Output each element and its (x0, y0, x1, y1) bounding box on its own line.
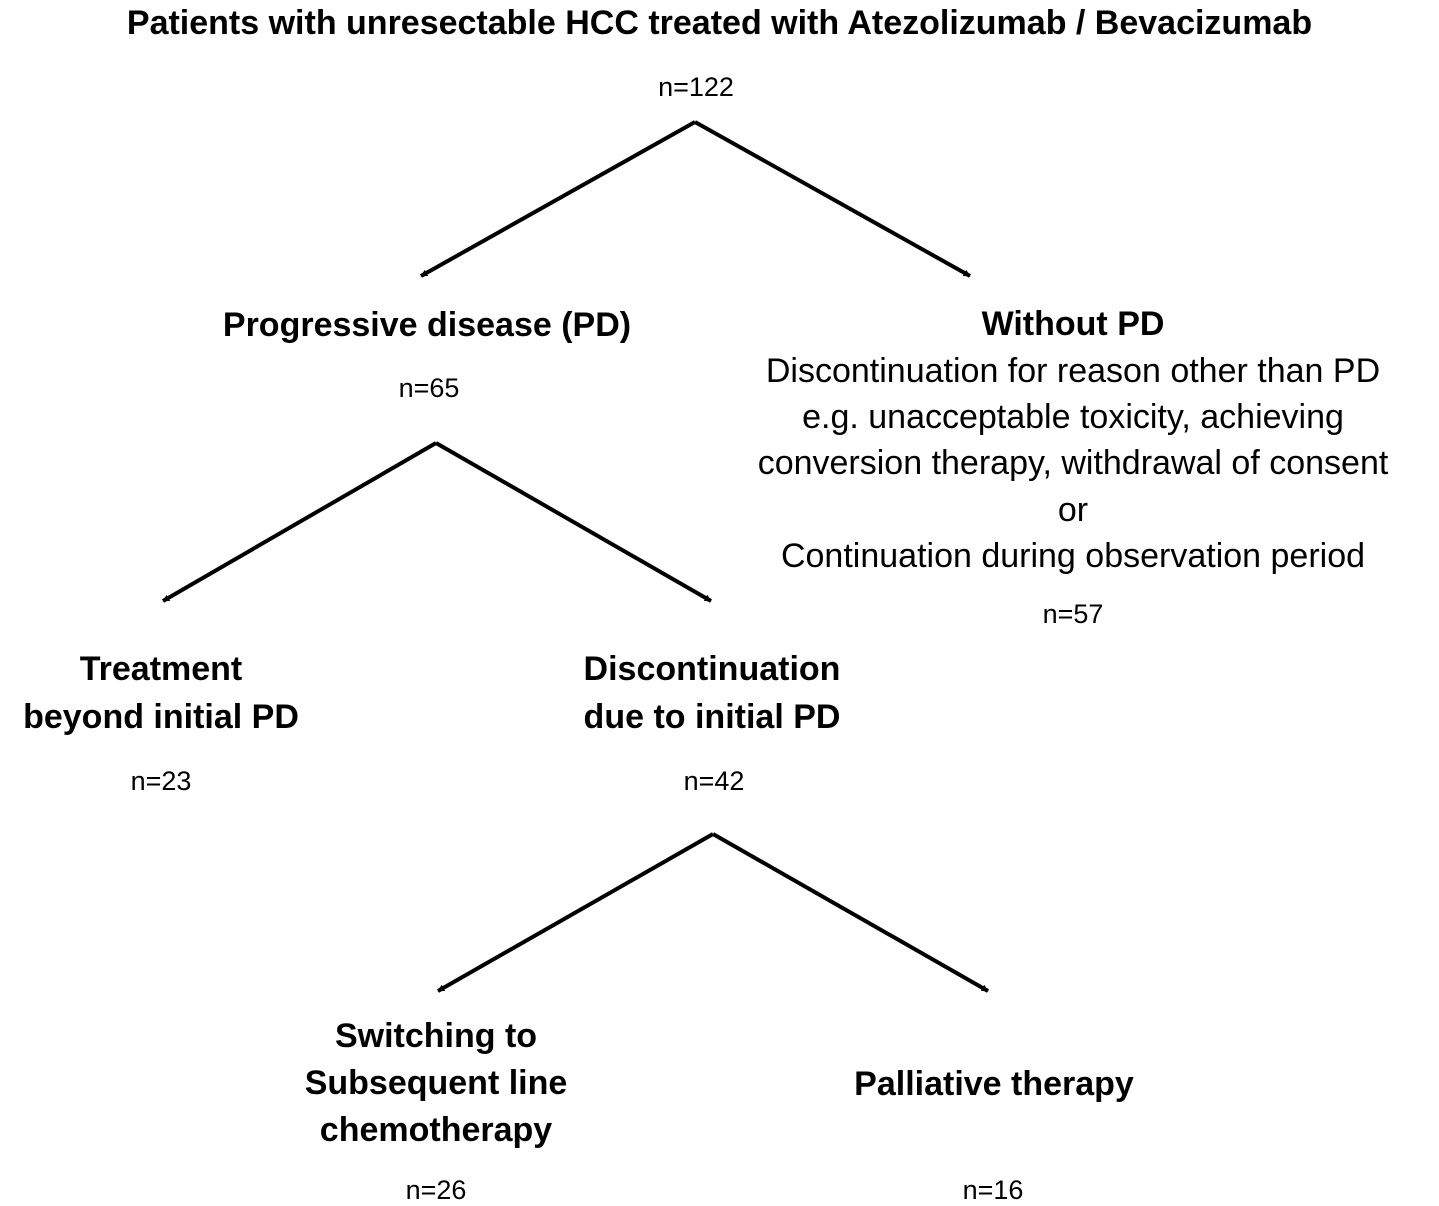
discontinuation-count: n=42 (683, 766, 745, 796)
pd-label: Progressive disease (PD) (222, 306, 632, 344)
treatment-beyond-line-2: beyond initial PD (23, 698, 299, 736)
pd-count: n=65 (398, 373, 460, 403)
switching-line-2: Subsequent line (304, 1064, 568, 1102)
switching-line-3: chemotherapy (319, 1111, 553, 1149)
switching-count: n=26 (405, 1175, 467, 1205)
arrow-pd-to-treatment-beyond (161, 441, 438, 603)
arrow-root-to-pd (420, 120, 696, 278)
treatment-beyond-line-1: Treatment (79, 650, 243, 688)
root-count: n=122 (658, 72, 734, 102)
switching-line-1: Switching to (334, 1017, 538, 1055)
without-pd-line-5: Continuation during observation period (780, 537, 1366, 575)
without-pd-count: n=57 (1042, 599, 1104, 629)
treatment-beyond-count: n=23 (130, 766, 192, 796)
without-pd-line-4: or (1057, 491, 1089, 529)
diagram-title: Patients with unresectable HCC treated w… (126, 4, 1313, 42)
arrow-root-to-without-pd (694, 120, 971, 278)
without-pd-line-1: Discontinuation for reason other than PD (765, 352, 1381, 390)
palliative-count: n=16 (962, 1175, 1024, 1205)
palliative-label: Palliative therapy (854, 1065, 1134, 1103)
without-pd-line-3: conversion therapy, withdrawal of consen… (757, 444, 1389, 482)
without-pd-line-2: e.g. unacceptable toxicity, achieving (802, 398, 1344, 436)
discontinuation-line-1: Discontinuation (583, 650, 841, 688)
without-pd-label: Without PD (981, 305, 1165, 343)
discontinuation-line-2: due to initial PD (583, 698, 841, 736)
arrow-discontinuation-to-switching (437, 832, 714, 993)
arrow-pd-to-discontinuation (435, 441, 712, 603)
arrow-discontinuation-to-palliative (712, 832, 989, 993)
